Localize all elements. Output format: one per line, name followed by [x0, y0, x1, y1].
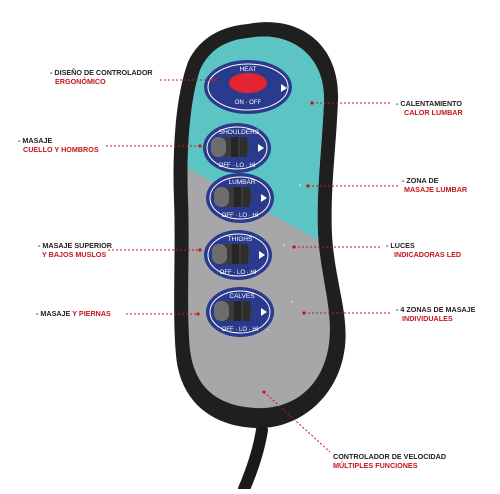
callout-ergonomic: - DISEÑO DE CONTROLADOR ERGONÓMICO [50, 68, 153, 86]
callout-upper-line2: Y BAJOS MUSLOS [42, 250, 107, 259]
callout-heat-line2: CALOR LUMBAR [404, 108, 463, 117]
zone-level-text: OFF · LO · HI [222, 213, 259, 219]
zone-button-thighs[interactable]: THIGHS OFF · LO · HI [204, 230, 272, 280]
leader-speed [263, 391, 331, 453]
heat-button[interactable]: HEAT ON · OFF [204, 60, 292, 114]
callout-lights: - LUCES INDICADORAS LED [386, 241, 461, 259]
callout-lumbar: - ZONA DE MASAJE LUMBAR [402, 176, 467, 194]
zone-button-shoulders[interactable]: SHOULDERS OFF · LO · HI [203, 123, 271, 173]
zone-label: LUMBAR [228, 179, 255, 186]
callout-legs-line1: - MASAJE [36, 309, 71, 318]
callout-heat-line1: - CALENTAMIENTO [396, 99, 463, 108]
zone-level-text: OFF · LO · HI [219, 163, 256, 169]
zone-button-lumbar[interactable]: LUMBAR OFF · LO · HI [206, 173, 274, 223]
callout-ergonomic-line1: - DISEÑO DE CONTROLADOR [50, 68, 153, 77]
callout-ergonomic-line2: ERGONÓMICO [55, 77, 106, 86]
zone-label: THIGHS [228, 236, 253, 243]
power-indicator-icon [281, 84, 287, 92]
play-arrow-icon [258, 144, 264, 152]
zone-level-text: OFF · LO · HI [220, 270, 257, 276]
callout-neck: - MASAJE CUELLO Y HOMBROS [18, 136, 99, 154]
play-arrow-icon [259, 251, 265, 259]
zone-level-text: OFF · LO · HI [222, 327, 259, 333]
heat-button-subtext: ON · OFF [235, 100, 262, 106]
play-arrow-icon [261, 194, 267, 202]
callout-legs-line2: Y PIERNAS [72, 309, 111, 318]
callout-lumbar-line2: MASAJE LUMBAR [404, 185, 468, 194]
zone-label: SHOULDERS [219, 129, 260, 136]
callout-legs: - MASAJE Y PIERNAS [36, 309, 111, 318]
zone-label: CALVES [229, 293, 255, 300]
callout-zones4-line2: INDIVIDUALES [402, 314, 453, 323]
callout-heat: - CALENTAMIENTO CALOR LUMBAR [396, 99, 463, 117]
callout-speed: CONTROLADOR DE VELOCIDAD MÚLTIPLES FUNCI… [333, 452, 446, 470]
callout-speed-line2: MÚLTIPLES FUNCIONES [333, 461, 418, 470]
zone-button-calves[interactable]: CALVES OFF · LO · HI [206, 287, 274, 337]
callout-lumbar-line1: - ZONA DE [402, 176, 439, 185]
callout-zones4-line1: - 4 ZONAS DE MASAJE [396, 305, 476, 314]
callout-neck-line1: - MASAJE [18, 136, 53, 145]
callout-upper: - MASAJE SUPERIOR Y BAJOS MUSLOS [38, 241, 112, 259]
callout-neck-line2: CUELLO Y HOMBROS [23, 145, 99, 154]
callout-zones4: - 4 ZONAS DE MASAJE INDIVIDUALES [396, 305, 475, 323]
callout-upper-line1: - MASAJE SUPERIOR [38, 241, 112, 250]
callout-lights-line2: INDICADORAS LED [394, 250, 462, 259]
callout-speed-line1: CONTROLADOR DE VELOCIDAD [333, 452, 447, 461]
heat-button-label: HEAT [240, 66, 257, 73]
cable [238, 424, 268, 494]
callout-lights-line1: - LUCES [386, 241, 415, 250]
play-arrow-icon [261, 308, 267, 316]
